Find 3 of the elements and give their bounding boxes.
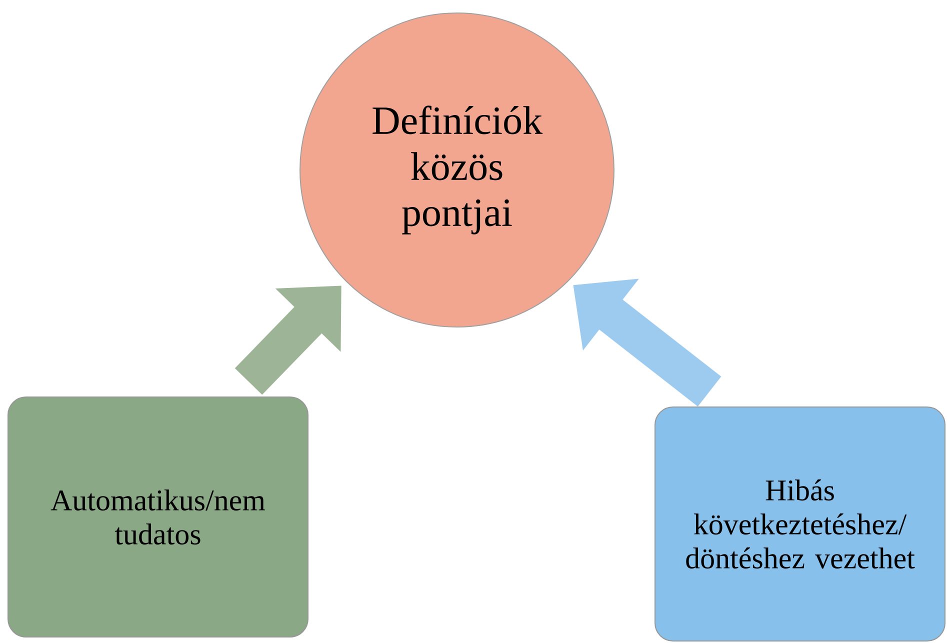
circle-node: Definíciók közös pontjai	[300, 12, 614, 328]
process-box: Hibás következtetéshez/ döntéshez vezethet	[654, 406, 946, 642]
process-box: Automatikus/nem tudatos	[8, 396, 308, 638]
